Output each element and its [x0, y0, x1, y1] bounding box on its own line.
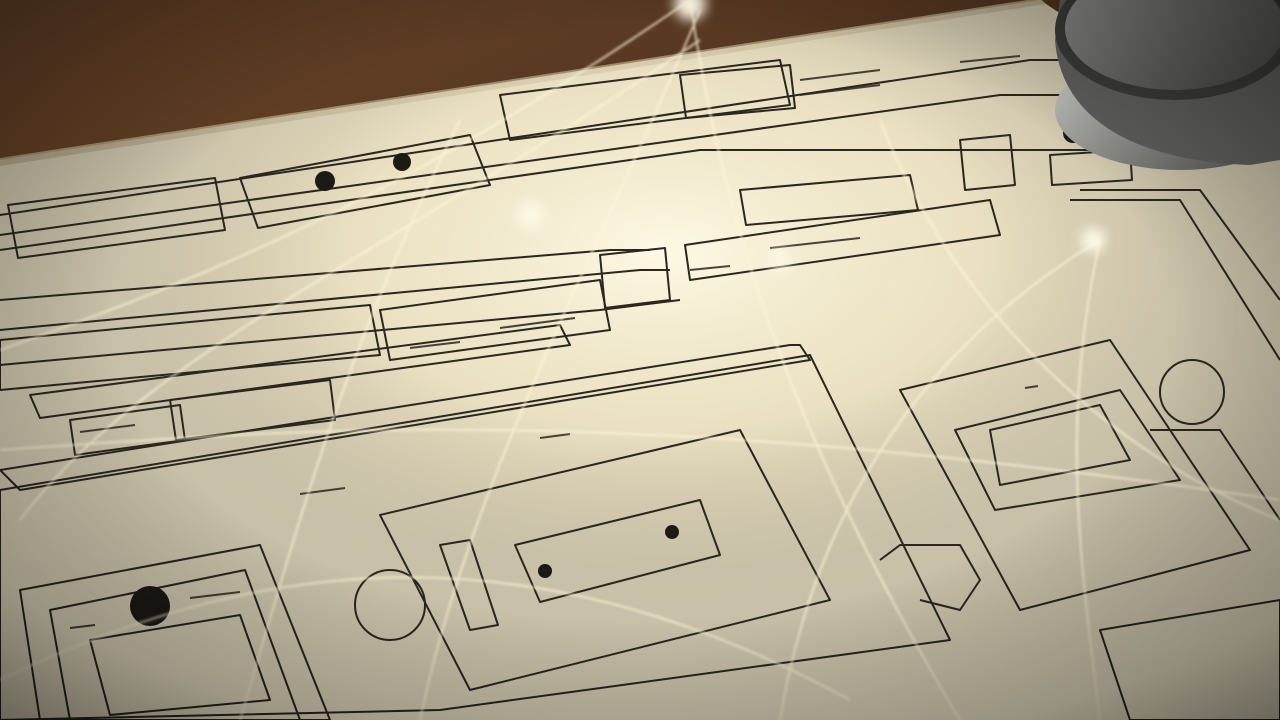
vignette	[0, 0, 1280, 720]
scene-svg	[0, 0, 1280, 720]
drawing-scene	[0, 0, 1280, 720]
